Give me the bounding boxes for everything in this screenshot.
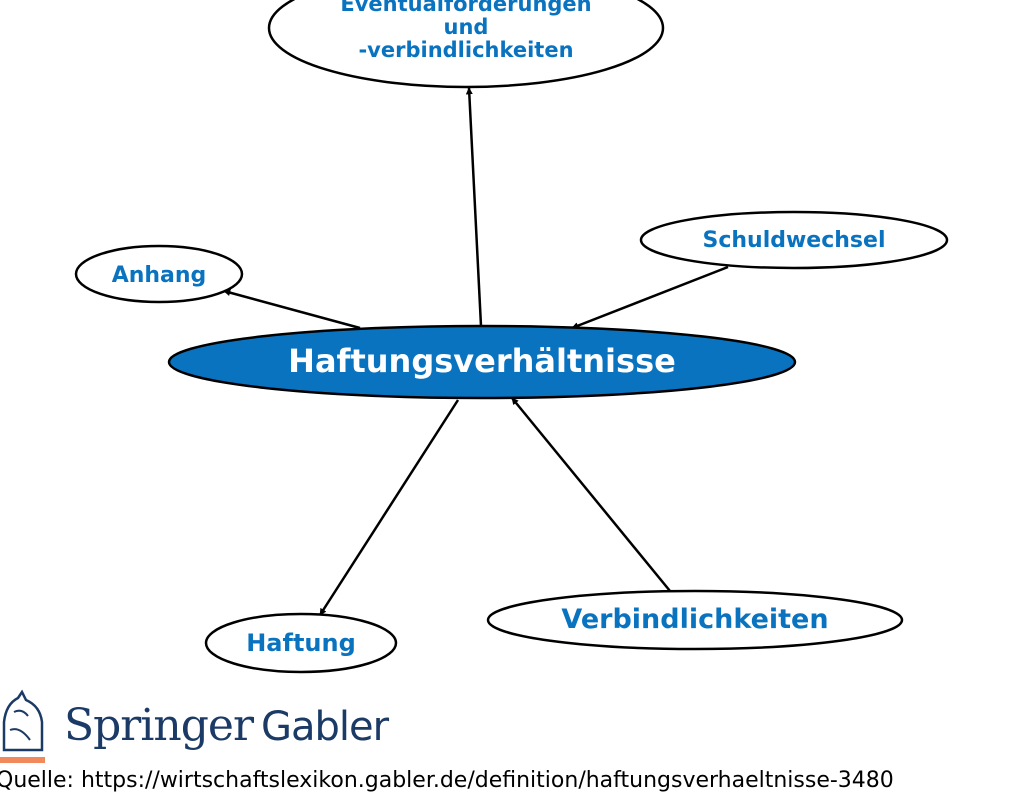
source-caption: Quelle: https://wirtschaftslexikon.gable… — [0, 768, 894, 793]
edge-schuldwechsel-to-center — [571, 265, 729, 330]
node-verbindlichkeiten[interactable]: Verbindlichkeiten — [486, 589, 904, 651]
springer-horse-logo-icon — [0, 689, 45, 763]
edge-center-to-haftung — [318, 399, 460, 616]
node-schuldwechsel-label: Schuldwechsel — [702, 228, 885, 253]
node-eventual-line3: -verbindlichkeiten — [358, 38, 573, 62]
edge-center-to-eventual — [465, 87, 483, 327]
edge-center-to-anhang — [223, 289, 361, 330]
node-anhang[interactable]: Anhang — [74, 244, 244, 304]
node-eventual-line2: und — [444, 15, 489, 39]
node-eventual[interactable]: Eventualforderungen und -verbindlichkeit… — [267, 0, 665, 89]
node-haftung-label: Haftung — [246, 629, 356, 657]
node-center-label: Haftungsverhältnisse — [288, 342, 676, 380]
node-center[interactable]: Haftungsverhältnisse — [167, 324, 797, 400]
node-anhang-label: Anhang — [112, 263, 207, 288]
brand-gabler: Gabler — [261, 704, 389, 750]
node-schuldwechsel[interactable]: Schuldwechsel — [639, 210, 949, 270]
brand-springer: Springer — [64, 700, 254, 751]
node-haftung[interactable]: Haftung — [204, 612, 398, 674]
edge-verbindlichkeiten-to-center — [511, 397, 671, 592]
node-eventual-line1: Eventualforderungen — [340, 0, 591, 16]
node-verbindlichkeiten-label: Verbindlichkeiten — [561, 604, 828, 635]
